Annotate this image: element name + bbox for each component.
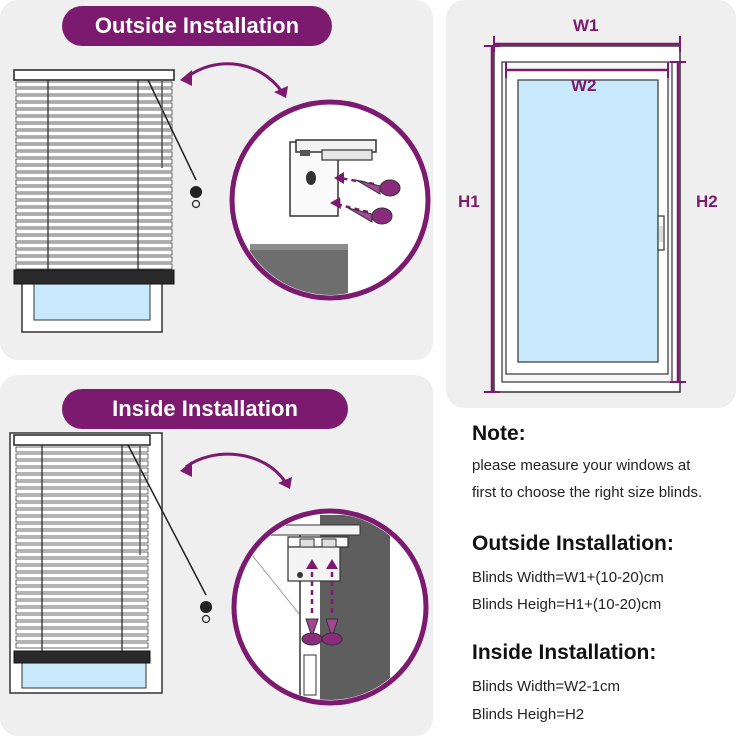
blind-slat (15, 600, 149, 607)
blind-slat (15, 544, 149, 551)
outside-installation-illustration (13, 62, 431, 333)
bracket-icon (289, 139, 377, 217)
window-glass (33, 283, 151, 321)
blind-slat (15, 642, 149, 649)
blind-slat (15, 530, 149, 537)
curved-arrow-icon (185, 452, 288, 484)
blind-slat (15, 523, 149, 530)
outside-formula-title: Outside Installation: (472, 532, 674, 555)
inside-installation-illustration (9, 432, 429, 706)
inside-width-formula: Blinds Width=W2-1cm (472, 678, 620, 695)
bottom-rail (13, 269, 175, 285)
blind-slat (15, 137, 173, 144)
blind-slat (15, 207, 173, 214)
headrail (13, 434, 151, 446)
pull-cord (127, 444, 207, 596)
outside-height-formula: Blinds Heigh=H1+(10-20)cm (472, 596, 662, 613)
window-glass (21, 659, 147, 689)
headrail (13, 69, 175, 81)
blind-slat (15, 614, 149, 621)
w2-label: W2 (571, 76, 597, 95)
blind-slat (15, 151, 173, 158)
cord-tassel-icon (190, 186, 202, 198)
blind-slat (15, 488, 149, 495)
blind-slat (15, 256, 173, 263)
blind-slat (15, 221, 173, 228)
outside-width-formula: Blinds Width=W1+(10-20)cm (472, 569, 664, 586)
blind-slat (15, 593, 149, 600)
outside-installation-title: Outside Installation (62, 6, 332, 46)
note-line-2: first to choose the right size blinds. (472, 484, 703, 501)
blind-slat (15, 502, 149, 509)
h2-label: H2 (696, 192, 718, 211)
blind-slat (15, 165, 173, 172)
blind-slat (15, 474, 149, 481)
blind-slat (15, 144, 173, 151)
blind-slat (15, 495, 149, 502)
inside-height-formula: Blinds Heigh=H2 (472, 706, 585, 723)
inside-formula-title: Inside Installation: (472, 641, 657, 664)
blind-slat (15, 249, 173, 256)
blind-slat (15, 579, 149, 586)
pull-cord (147, 79, 197, 181)
screw-icon (347, 207, 393, 225)
bottom-rail (13, 650, 151, 664)
window-handle-icon (657, 215, 665, 251)
blind-slat (15, 158, 173, 165)
bracket-icon (287, 536, 349, 582)
window-measurement-panel: W1 W2 H1 H2 (446, 0, 736, 408)
blind-slat (15, 516, 149, 523)
blind-slat (15, 509, 149, 516)
blind-slat (15, 102, 173, 109)
blind-slat (15, 116, 173, 123)
blind-slat (15, 621, 149, 628)
blind-slat (15, 635, 149, 642)
blind-slat (15, 558, 149, 565)
blind-slat (15, 481, 149, 488)
blind-slat (15, 179, 173, 186)
blind-slat (15, 172, 173, 179)
blind-slat (15, 607, 149, 614)
note-line-1: please measure your windows at (472, 457, 691, 474)
blind-slat (15, 467, 149, 474)
blind-slat (15, 572, 149, 579)
blind-slat (15, 586, 149, 593)
window-glass (517, 79, 659, 363)
screw-icon (301, 618, 323, 646)
window-measurement-diagram (484, 36, 686, 393)
blind-slat (15, 193, 173, 200)
blind-slat (15, 242, 173, 249)
blind-slat (15, 628, 149, 635)
blind-slat (15, 565, 149, 572)
blind-slat (15, 81, 173, 88)
blind-slat (15, 186, 173, 193)
cord-tassel-icon (200, 601, 212, 613)
blind-slat (15, 228, 173, 235)
curved-arrow-icon (185, 62, 284, 93)
blind-slat (15, 95, 173, 102)
blind-slat (15, 551, 149, 558)
blind-slat (15, 214, 173, 221)
blind-slat (15, 235, 173, 242)
blind-slat (15, 88, 173, 95)
blind-slat (15, 446, 149, 453)
screw-icon (355, 179, 401, 197)
blind-slats (15, 81, 173, 270)
blind-slat (15, 123, 173, 130)
blind-slat (15, 460, 149, 467)
blind-slat (15, 200, 173, 207)
blind-slat (15, 109, 173, 116)
blind-slat (15, 453, 149, 460)
screw-icon (321, 618, 343, 646)
blind-slat (15, 130, 173, 137)
w1-label: W1 (573, 16, 599, 35)
blind-slats (15, 446, 149, 649)
h1-label: H1 (458, 192, 480, 211)
note-title: Note: (472, 422, 526, 445)
inside-installation-panel: Inside Installation (0, 375, 433, 736)
outside-installation-panel: Outside Installation (0, 0, 433, 360)
blind-slat (15, 263, 173, 270)
blind-slat (15, 537, 149, 544)
inside-installation-title: Inside Installation (62, 389, 348, 429)
